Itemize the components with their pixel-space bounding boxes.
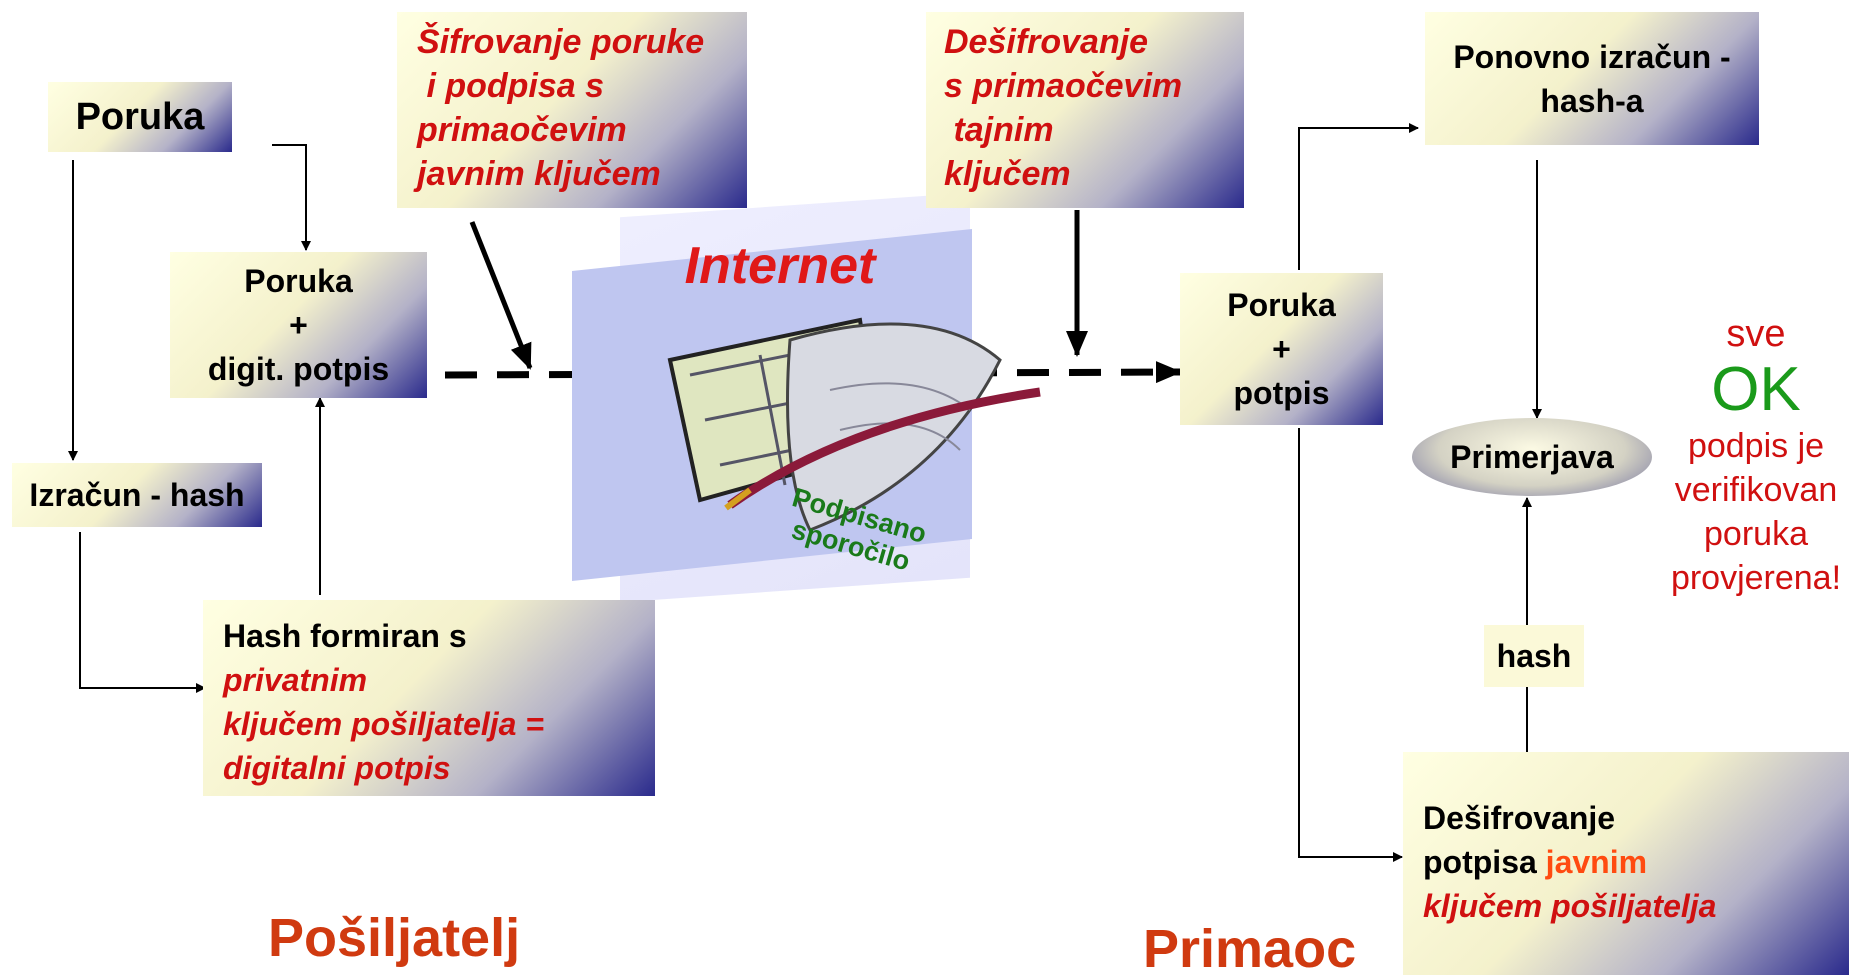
signed-letter-icon: [667, 317, 1041, 532]
message-box: Poruka: [48, 82, 232, 152]
decrypt-signature-line: ključem pošiljatelja: [1423, 888, 1717, 924]
result-ok: OK: [1711, 355, 1801, 424]
recompute-hash-line: Ponovno izračun -: [1453, 38, 1731, 75]
sender-label: Pošiljatelj: [268, 908, 521, 968]
arrow-encrypt-note: [469, 221, 533, 370]
message-signature-box: Poruka + digit. potpis: [170, 252, 427, 398]
message-box-label: Poruka: [75, 95, 205, 138]
arrow-message-to-signed: [272, 144, 311, 251]
encrypt-note-line: i podpisa s: [417, 67, 605, 105]
decrypt-note-box: Dešifrovanje s primaočevim tajnim ključe…: [926, 12, 1244, 208]
result-line: podpis je: [1687, 427, 1825, 465]
result-sve: sve: [1726, 313, 1786, 355]
result-note: sve OK podpis je verifikovan poruka prov…: [1662, 312, 1850, 600]
receiver-message-signature-line: Poruka: [1227, 287, 1336, 323]
signed-hash-line: privatnim: [223, 662, 368, 698]
decrypt-signature-line: potpisa javnim: [1423, 840, 1849, 884]
signed-hash-box: Hash formiran s privatnim ključem pošilj…: [203, 600, 655, 796]
compare-label: Primerjava: [1450, 438, 1614, 475]
decrypt-signature-box: Dešifrovanje potpisa javnim ključem poši…: [1403, 752, 1849, 975]
decrypt-note-line: s primaočevim: [944, 67, 1183, 105]
message-signature-line: digit. potpis: [207, 351, 390, 387]
message-signature-line: +: [289, 307, 308, 343]
hash-compute-label: Izračun - hash: [29, 476, 245, 513]
receiver-message-signature-box: Poruka + potpis: [1180, 273, 1383, 425]
decrypt-signature-text: potpisa: [1423, 844, 1546, 880]
internet-title: Internet: [684, 237, 876, 295]
decrypt-signature-line: Dešifrovanje: [1423, 800, 1616, 836]
receiver-message-signature-line: +: [1272, 331, 1291, 367]
recompute-hash-box: Ponovno izračun - hash-a: [1425, 12, 1759, 145]
signed-hash-line: Hash formiran s: [223, 618, 467, 654]
signed-hash-line: digitalni potpis: [223, 750, 451, 786]
decrypt-note-line: tajnim: [944, 111, 1054, 149]
decrypt-note-line: ključem: [944, 155, 1071, 193]
hash-label-box: hash: [1484, 625, 1584, 687]
encrypt-note-line: javnim ključem: [417, 155, 661, 193]
result-line: poruka: [1704, 515, 1808, 553]
receiver-label: Primaoc: [1143, 919, 1357, 979]
arrow-hash-to-signed-hash: [79, 532, 206, 693]
decrypt-signature-public-key: javnim: [1545, 844, 1648, 880]
hash-label: hash: [1496, 637, 1572, 674]
signed-hash-line: ključem pošiljatelja =: [223, 706, 545, 742]
compare-ellipse: Primerjava: [1412, 418, 1652, 496]
arrow-receiver-to-recompute: [1298, 123, 1419, 270]
recompute-hash-line: hash-a: [1540, 82, 1644, 119]
decrypt-note-line: Dešifrovanje: [944, 23, 1149, 61]
result-line: provjerena!: [1670, 559, 1842, 597]
arrow-receiver-to-decrypt-signature: [1298, 428, 1403, 862]
encrypt-note-line: Šifrovanje poruke: [417, 23, 705, 61]
encrypt-note-box: Šifrovanje poruke i podpisa s primaočevi…: [397, 12, 747, 208]
hash-compute-box: Izračun - hash: [12, 463, 262, 527]
message-signature-line: Poruka: [244, 263, 353, 299]
encrypt-note-line: primaočevim: [417, 111, 627, 149]
result-line: verifikovan: [1674, 471, 1838, 509]
receiver-message-signature-line: potpis: [1233, 375, 1330, 411]
